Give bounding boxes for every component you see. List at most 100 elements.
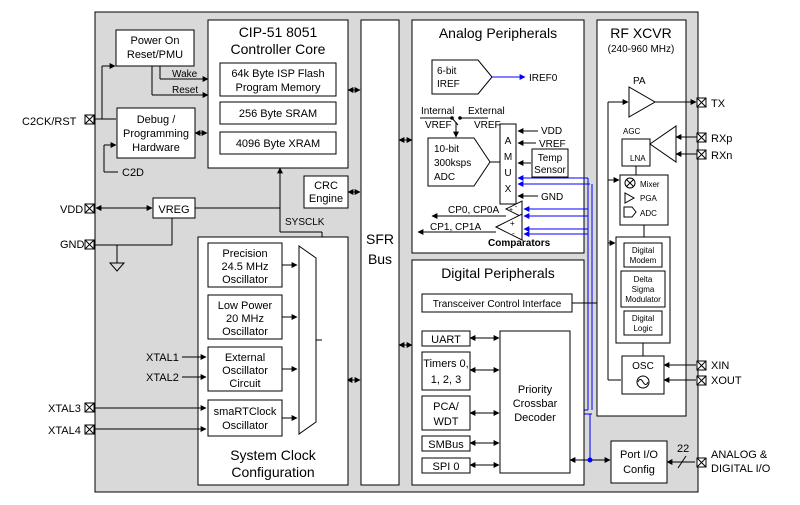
delta-line3: Modulator (625, 295, 661, 304)
xin-label: XIN (711, 360, 729, 372)
temp-line1: Temp (538, 153, 563, 164)
external-line2: Oscillator (222, 365, 268, 377)
pga-label: PGA (640, 194, 658, 203)
comparator-1 (494, 213, 523, 241)
port-io-line2: Config (623, 464, 655, 476)
analog-digital-line1: ANALOG & (711, 449, 768, 461)
comp1-plus: + (510, 219, 515, 228)
port-io-line1: Port I/O (620, 449, 658, 461)
analog-title: Analog Peripherals (439, 25, 557, 41)
uart-label: UART (431, 334, 461, 346)
gnd-pin-icon (84, 239, 95, 250)
reset-label: Reset (172, 85, 198, 96)
amux-vref-label: VREF (539, 139, 566, 150)
crossbar-decoder (499, 330, 571, 474)
xram-block (219, 131, 337, 155)
sram-block (219, 101, 337, 125)
amux-vdd-label: VDD (541, 126, 562, 137)
pa-label: PA (633, 76, 646, 87)
comp0-plus: + (509, 207, 513, 214)
lowpower-line3: Oscillator (222, 326, 268, 338)
rxp-label: RXp (711, 133, 732, 145)
lna-label: LNA (630, 154, 646, 163)
transceiver-label: Transceiver Control Interface (433, 299, 562, 310)
crc-line1: CRC (314, 180, 338, 192)
crossbar-line3: Decoder (514, 412, 556, 424)
amux-letter-x: X (505, 184, 512, 195)
vdd-label: VDD (60, 204, 83, 216)
comparators-label: Comparators (488, 238, 551, 249)
iref-line1: 6-bit (437, 66, 457, 77)
low-power-oscillator (207, 294, 283, 340)
adc-line2: 300ksps (434, 158, 471, 169)
core-title-line2: Controller Core (231, 41, 326, 57)
temp-line2: Sensor (534, 165, 566, 176)
c2ck-pin-icon (84, 114, 95, 125)
flash-line2: Program Memory (236, 82, 321, 94)
power-line2: Reset/PMU (127, 49, 183, 61)
external-vref-line2: VREF (474, 120, 501, 131)
power-line1: Power On (131, 35, 180, 47)
delta-line1: Delta (634, 275, 653, 284)
comp1-minus: - (512, 229, 515, 238)
iref-block (431, 59, 493, 95)
tx-label: TX (711, 98, 726, 110)
adc-block (427, 137, 491, 187)
debug-line3: Hardware (132, 142, 180, 154)
external-oscillator (207, 346, 283, 392)
ground-symbol-icon (108, 262, 126, 272)
analog-digital-pin-icon (696, 457, 707, 468)
timers-line2: 1, 2, 3 (431, 374, 462, 386)
smartclock-oscillator (207, 399, 283, 437)
precision-line1: Precision (222, 248, 267, 260)
clock-title-line1: System Clock (230, 447, 317, 463)
gnd-label: GND (60, 239, 85, 251)
rf-range: (240-960 MHz) (608, 44, 675, 55)
osc-label: OSC (632, 361, 654, 372)
sysclk-label: SYSCLK (285, 217, 325, 228)
flash-line1: 64k Byte ISP Flash (231, 68, 324, 80)
cp1-label: CP1, CP1A (430, 222, 481, 233)
vdd-pin-icon (84, 203, 95, 214)
internal-vref-line1: Internal (421, 106, 454, 117)
cp0-label: CP0, CP0A (448, 205, 499, 216)
clock-title-line2: Configuration (231, 464, 314, 480)
internal-vref-line2: VREF (425, 120, 452, 131)
external-line1: External (225, 352, 265, 364)
timers-block (421, 351, 471, 391)
xtal2-label: XTAL2 (146, 372, 179, 384)
rxp-pin-icon (696, 132, 707, 143)
adc-icon (623, 206, 637, 218)
mixer-icon (624, 177, 636, 189)
digital-modem-block (623, 242, 663, 268)
modem-line2: Modem (630, 256, 657, 265)
rxn-pin-icon (696, 149, 707, 160)
xout-label: XOUT (711, 375, 742, 387)
logic-line2: Logic (633, 324, 652, 333)
debug-block (116, 107, 196, 159)
lowpower-line2: 20 MHz (226, 313, 264, 325)
power-on-reset-block (115, 29, 195, 67)
smart-line2: Oscillator (222, 420, 268, 432)
rf-title: RF XCVR (610, 25, 671, 41)
crossbar-line1: Priority (518, 384, 553, 396)
temp-sensor-block (531, 148, 569, 178)
digital-title: Digital Peripherals (441, 265, 555, 281)
vreg-label: VREG (158, 204, 189, 216)
amux-letter-a: A (505, 136, 512, 147)
xtal4-pin-icon (84, 424, 95, 435)
external-line3: Circuit (229, 378, 260, 390)
sfr-bus (360, 19, 400, 486)
crc-engine-block (303, 175, 349, 209)
spi-label: SPI 0 (433, 461, 460, 473)
lowpower-line1: Low Power (218, 300, 273, 312)
pca-line2: WDT (433, 416, 458, 428)
comp0-minus: - (515, 204, 518, 211)
pa-amplifier (628, 86, 657, 118)
xtal4-label: XTAL4 (48, 425, 81, 437)
adc-line1: 10-bit (434, 144, 459, 155)
xin-pin-icon (696, 360, 707, 371)
xout-pin-icon (696, 375, 707, 386)
